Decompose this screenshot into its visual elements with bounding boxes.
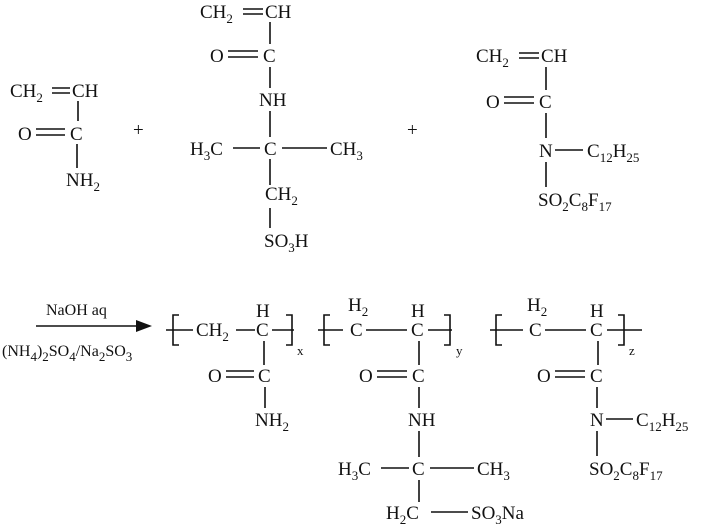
fluoro-monomer: CH2 CH O C N C12H25 SO2C8F17 — [476, 46, 639, 214]
amps-carbonyl-c: C — [263, 46, 276, 67]
unit-z-c2: C — [590, 320, 603, 341]
unit-x-subscript: x — [297, 343, 304, 358]
amps-h3c-left: H3C — [190, 139, 223, 163]
unit-x-oxygen: O — [208, 366, 222, 387]
unit-z-c1: C — [529, 320, 542, 341]
fluoro-ch2: CH2 — [476, 46, 509, 70]
acrylamide-nh2: NH2 — [66, 170, 100, 194]
unit-y-carbonyl-c: C — [412, 366, 425, 387]
unit-z-h: H — [590, 301, 604, 322]
unit-z-carbonyl-c: C — [590, 366, 603, 387]
unit-x-close-bracket — [286, 314, 293, 346]
unit-x-h: H — [256, 301, 270, 322]
reaction-arrowhead — [136, 320, 152, 332]
unit-y-h2c: H2C — [386, 503, 419, 526]
amps-quaternary-c: C — [264, 139, 277, 160]
unit-z-close-bracket — [618, 314, 625, 346]
unit-y-quaternary-c: C — [412, 459, 425, 480]
unit-y-subscript: y — [456, 343, 463, 358]
fluoro-nitrogen: N — [539, 141, 553, 162]
fluoro-c12h25: C12H25 — [587, 141, 639, 165]
amps-ch3-right: CH3 — [330, 139, 363, 163]
unit-y-so3na: SO3Na — [471, 503, 525, 526]
polymer-unit-x: CH2 H C x O C NH2 — [166, 301, 304, 434]
unit-y-h3c-left: H3C — [338, 459, 371, 483]
reagent-initiator: (NH4)2SO4/Na2SO3 — [2, 343, 132, 364]
unit-y-h: H — [411, 301, 425, 322]
amps-so3h: SO3H — [264, 231, 309, 255]
unit-x-nh2: NH2 — [255, 410, 289, 434]
amps-oxygen: O — [210, 46, 224, 67]
unit-z-so2c8f17: SO2C8F17 — [589, 459, 663, 483]
acrylamide-carbonyl-c: C — [70, 124, 83, 145]
polymer-unit-y: H2 C H C y O C NH H3C C CH3 H2C SO3Na — [318, 295, 525, 526]
amps-monomer: CH2 CH O C NH H3C C CH3 CH2 SO3H — [190, 2, 363, 255]
reaction-arrow-group: NaOH aq (NH4)2SO4/Na2SO3 — [2, 302, 152, 364]
acrylamide-ch: CH — [72, 81, 99, 102]
reagent-naoh: NaOH aq — [46, 302, 107, 319]
unit-y-h2: H2 — [348, 295, 368, 319]
unit-y-ch3-right: CH3 — [477, 459, 510, 483]
unit-y-close-bracket — [444, 314, 451, 346]
unit-z-oxygen: O — [537, 366, 551, 387]
unit-y-nh: NH — [408, 410, 436, 431]
unit-y-c2: C — [411, 320, 424, 341]
unit-z-c12h25: C12H25 — [636, 410, 688, 434]
acrylamide-ch2: CH2 — [10, 81, 43, 105]
plus-sign-2: + — [407, 120, 418, 141]
fluoro-so2c8f17: SO2C8F17 — [538, 190, 612, 214]
plus-sign-1: + — [133, 120, 144, 141]
unit-y-oxygen: O — [359, 366, 373, 387]
fluoro-carbonyl-c: C — [539, 92, 552, 113]
amps-ch2-lower: CH2 — [265, 184, 298, 208]
amps-ch: CH — [265, 2, 292, 23]
unit-y-c1: C — [350, 320, 363, 341]
unit-z-h2: H2 — [527, 295, 547, 319]
unit-x-carbonyl-c: C — [258, 366, 271, 387]
acrylamide-monomer: CH2 CH O C NH2 — [10, 81, 100, 194]
unit-x-ch2: CH2 — [196, 320, 229, 344]
unit-z-nitrogen: N — [590, 410, 604, 431]
fluoro-oxygen: O — [486, 92, 500, 113]
polymer-unit-z: H2 C H C z O C N C12H25 SO2C8F17 — [490, 295, 688, 483]
fluoro-ch: CH — [541, 46, 568, 67]
amps-nh: NH — [259, 90, 287, 111]
amps-ch2: CH2 — [200, 2, 233, 26]
unit-z-subscript: z — [629, 343, 635, 358]
unit-x-c: C — [256, 320, 269, 341]
acrylamide-oxygen: O — [18, 124, 32, 145]
